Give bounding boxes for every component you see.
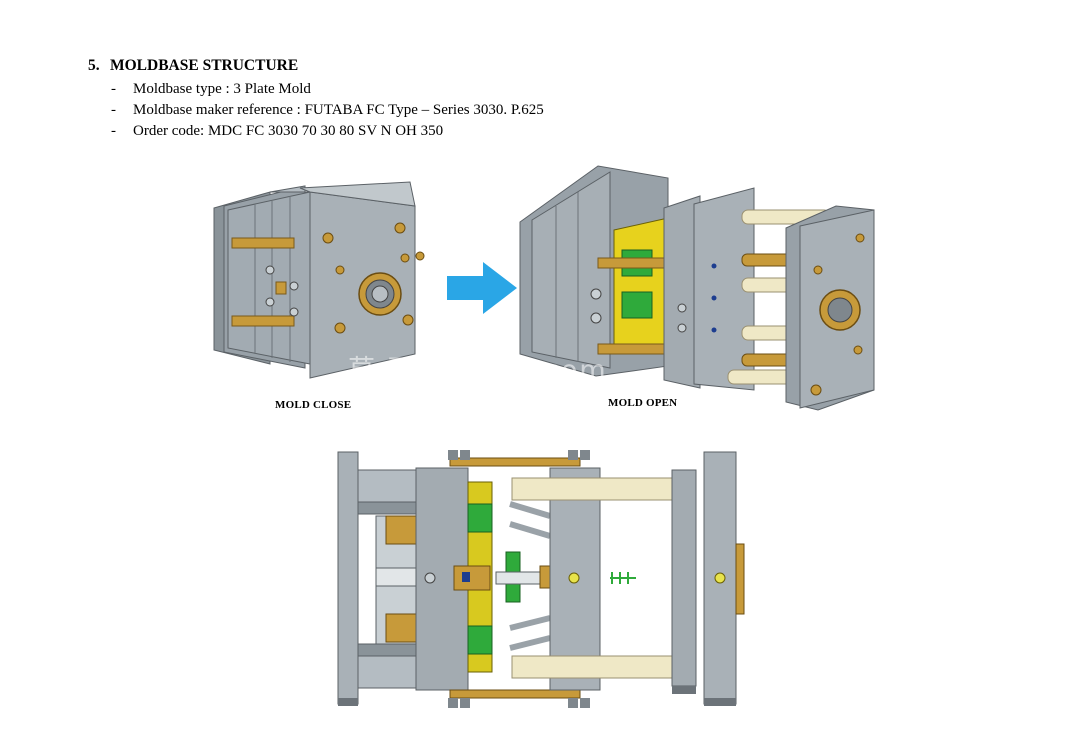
mold-open-illustration xyxy=(519,165,875,411)
spec-item-maker: -Moldbase maker reference : FUTABA FC Ty… xyxy=(111,102,544,118)
mold-section-view xyxy=(337,450,745,708)
spec-item-type: -Moldbase type : 3 Plate Mold xyxy=(111,81,311,97)
spec-list: -Moldbase type : 3 Plate Mold -Moldbase … xyxy=(111,79,544,142)
section-number: 5. xyxy=(88,57,100,74)
mold-close-caption: MOLD CLOSE xyxy=(275,399,352,411)
section-heading: 5. MOLDBASE STRUCTURE xyxy=(88,57,298,75)
mold-close-illustration xyxy=(213,181,425,379)
section-title: MOLDBASE STRUCTURE xyxy=(110,57,299,74)
watermark-text: 草 西 . 3dmo com xyxy=(348,355,608,386)
spec-item-order-code: -Order code: MDC FC 3030 70 30 80 SV N O… xyxy=(111,123,444,139)
mold-open-caption: MOLD OPEN xyxy=(608,397,678,409)
arrow-right-icon xyxy=(447,262,517,314)
